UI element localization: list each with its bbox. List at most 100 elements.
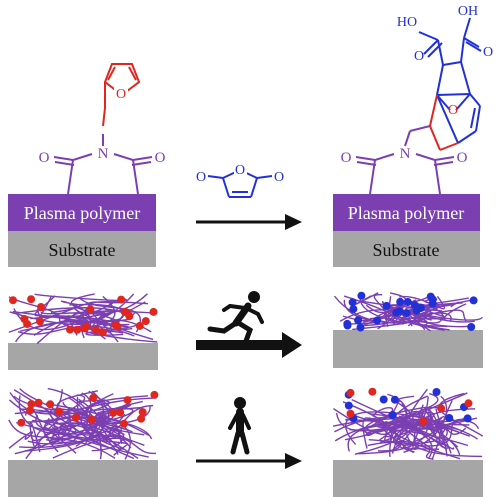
functional-group-dot: [357, 291, 366, 300]
hydroxyl-right: OH: [458, 4, 478, 19]
substrate-block-fast-left: [8, 343, 158, 370]
walking-person-icon: [228, 397, 251, 455]
functional-group-dot: [437, 404, 446, 413]
polymer-chain: [35, 414, 115, 438]
furan-oxygen: O: [116, 87, 126, 102]
anhydride-ring-oxygen: O: [235, 163, 245, 178]
plasma-polymer-layer-left: [8, 194, 156, 231]
functional-group-dot: [113, 322, 122, 331]
functional-group-dot: [373, 316, 381, 325]
arrow-right-icon: [196, 332, 302, 358]
functional-group-dot: [354, 316, 363, 325]
polymer-chain: [426, 416, 455, 450]
substrate-layer-left: [8, 231, 156, 267]
functional-group-dot: [392, 308, 401, 317]
functional-group-dot: [346, 388, 355, 397]
substrate-label-left: Substrate: [49, 240, 116, 260]
substrate-label-right: Substrate: [373, 240, 440, 260]
carbonyl-oxygen-right-right: O: [457, 150, 468, 166]
polymer-chain: [379, 428, 459, 448]
furan-ring: [102, 63, 141, 127]
functional-group-dot: [36, 317, 44, 326]
functional-group-dot: [26, 406, 34, 415]
mixed-groups-slow-right: [344, 387, 473, 426]
carbonyl-oxygen-acid-right: O: [483, 45, 493, 60]
nitrogen-atom-right: N: [400, 146, 411, 162]
polymer-chain: [8, 419, 116, 459]
polymer-network-fast-left: [8, 293, 158, 345]
polymer-chain: [421, 418, 472, 447]
functional-group-dot: [432, 388, 441, 396]
carbonyl-oxygen-left: O: [39, 150, 50, 166]
functional-group-dot: [445, 414, 454, 422]
functional-group-dot: [419, 417, 428, 426]
left-surface-molecule: O N O O: [39, 63, 166, 195]
functional-group-dot: [98, 328, 107, 337]
functional-group-dot: [403, 298, 412, 306]
functional-group-dot: [116, 408, 125, 417]
functional-group-dot: [135, 321, 144, 330]
polymer-chain: [58, 315, 158, 343]
functional-group-dot: [120, 419, 128, 428]
polymer-chain: [52, 437, 156, 459]
carbonyl-oxygen-right: O: [155, 150, 166, 166]
functional-group-dot: [410, 301, 419, 310]
functional-group-dot: [125, 312, 134, 321]
polymer-network-slow-right: [332, 388, 484, 460]
functional-group-dot: [71, 413, 80, 422]
functional-group-dot: [349, 305, 358, 314]
polymer-chain: [76, 396, 122, 440]
functional-group-dot: [86, 305, 95, 314]
carbonyl-oxygen-acid-left: O: [414, 49, 424, 64]
furan-groups-slow-left: [17, 390, 159, 428]
substrate-block-slow-right: [333, 460, 483, 497]
polymer-chain: [355, 292, 379, 305]
polymer-chain: [438, 392, 484, 437]
polymer-chain: [387, 393, 483, 458]
functional-group-dot: [390, 395, 399, 404]
functional-group-dot: [17, 418, 26, 427]
functional-group-dot: [348, 298, 357, 307]
functional-group-dot: [344, 401, 353, 410]
functional-group-dot: [117, 295, 126, 304]
functional-group-dot: [66, 325, 74, 334]
polymer-network-slow-left: [8, 387, 156, 460]
functional-group-dot: [343, 321, 352, 330]
functional-group-dot: [368, 387, 377, 396]
maleic-groups-fast-right: [343, 291, 478, 332]
functional-group-dot: [123, 396, 132, 405]
polymer-chain: [387, 408, 476, 446]
polymer-chain: [8, 431, 34, 449]
plasma-polymer-label-right: Plasma polymer: [348, 203, 464, 223]
plasma-polymer-label-left: Plasma polymer: [24, 203, 140, 223]
functional-group-dot: [402, 309, 411, 318]
polymer-chain: [84, 418, 106, 445]
functional-group-dot: [73, 325, 82, 334]
polymer-chain: [20, 408, 66, 430]
functional-group-dot: [55, 407, 63, 416]
functional-group-dot: [109, 408, 118, 417]
polymer-chain: [360, 300, 460, 308]
functional-group-dot: [34, 398, 43, 407]
polymer-chain: [424, 406, 448, 457]
polymer-chain: [34, 293, 127, 302]
anhydride-oxygen-right: O: [274, 170, 284, 185]
functional-group-dot: [396, 297, 405, 306]
polymer-chain: [389, 296, 445, 331]
plasma-polymer-layer-right: [333, 194, 480, 231]
polymer-chain: [418, 309, 467, 322]
nitrogen-atom: N: [98, 146, 109, 162]
anhydride-oxygen-left: O: [196, 170, 206, 185]
substrate-block-fast-right: [333, 330, 483, 368]
functional-group-dot: [37, 303, 45, 311]
functional-group-dot: [388, 411, 397, 419]
functional-group-dot: [89, 393, 98, 402]
functional-group-dot: [27, 295, 36, 304]
functional-group-dot: [467, 323, 476, 331]
functional-group-dot: [80, 324, 89, 333]
functional-group-dot: [20, 315, 29, 323]
functional-group-dot: [137, 414, 146, 423]
bridge-oxygen: O: [448, 103, 458, 118]
functional-group-dot: [9, 296, 17, 305]
